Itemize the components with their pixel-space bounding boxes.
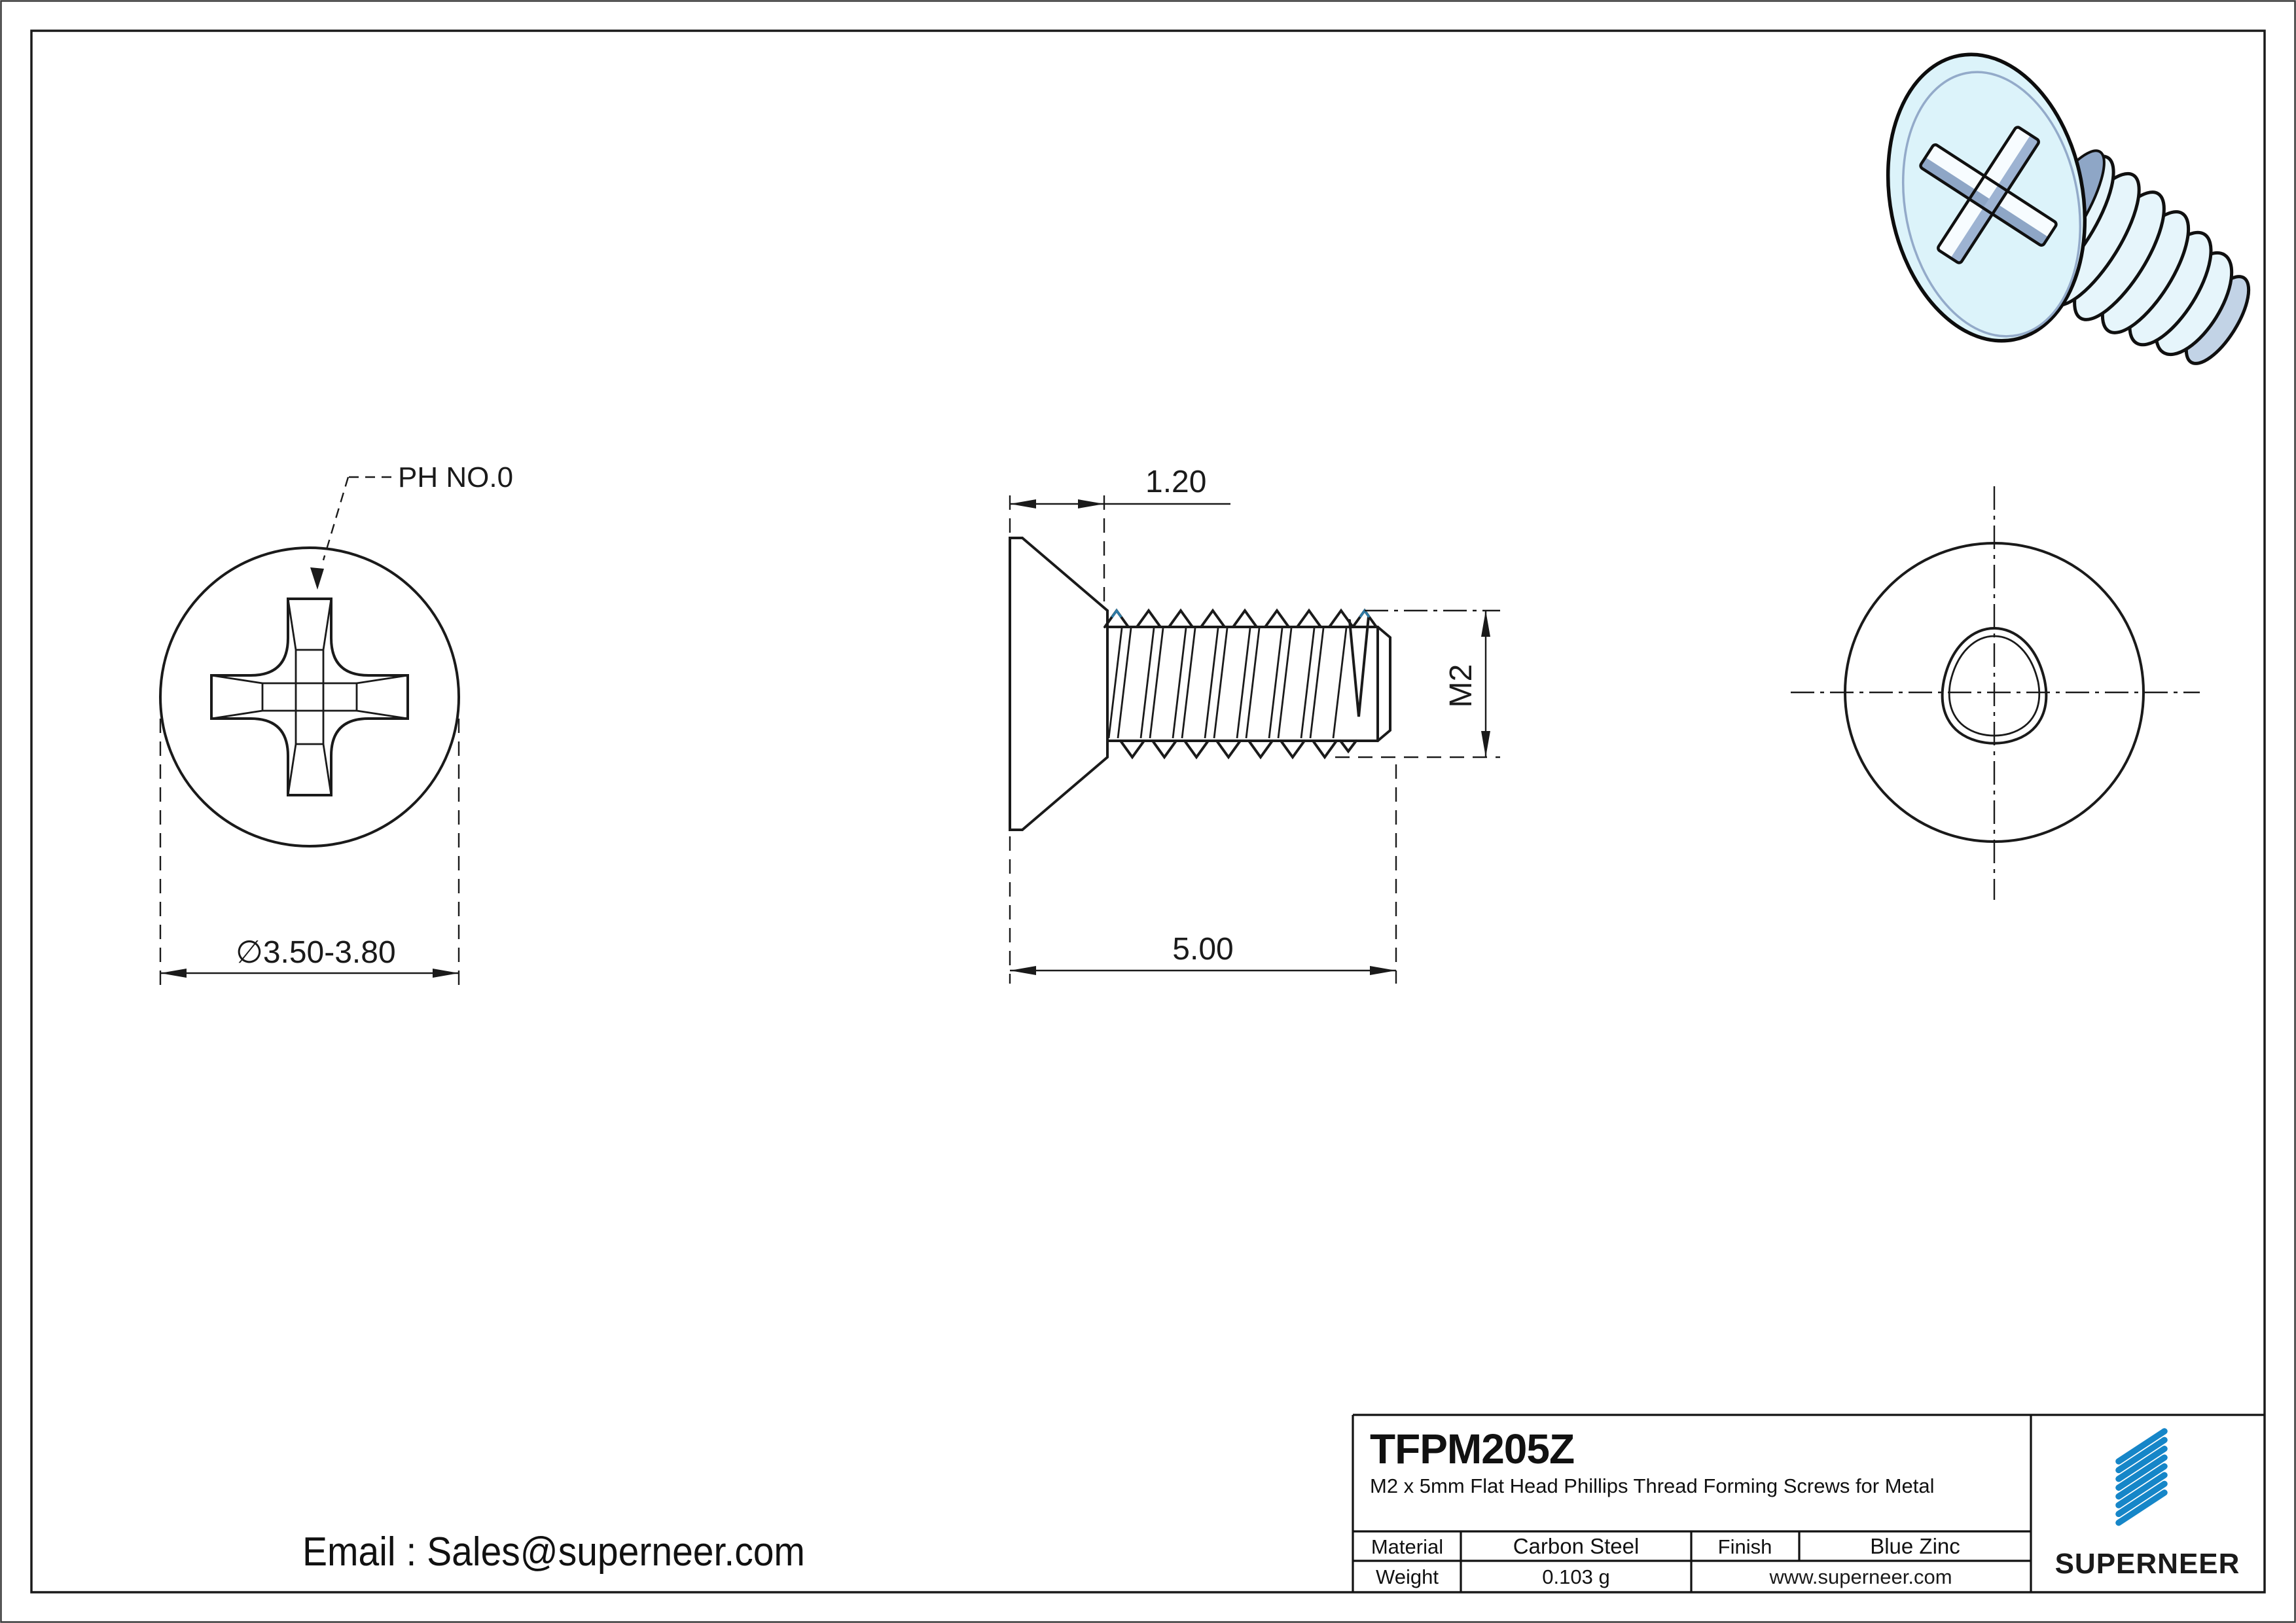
dim-head-depth: 1.20 (1145, 465, 1206, 499)
head-chamfer-rim (1901, 71, 2082, 338)
finish-value: Blue Zinc (1870, 1534, 1960, 1558)
weight-label: Weight (1376, 1565, 1439, 1588)
material-value: Carbon Steel (1513, 1534, 1640, 1558)
recess-shadow (1919, 157, 2049, 247)
length-extension-lines (1009, 764, 1397, 984)
part-number: TFPM205Z (1370, 1425, 1574, 1472)
part-description: M2 x 5mm Flat Head Phillips Thread Formi… (1370, 1474, 1935, 1497)
brand-name: SUPERNEER (2055, 1548, 2240, 1580)
dim-arrow-right-icon (1370, 966, 1396, 975)
phillips-recess-chamfers (211, 598, 408, 796)
recess-shadow (1950, 135, 2040, 264)
head-depth-extension-lines (1009, 495, 1105, 605)
screw-3d-render (1886, 52, 2251, 365)
head-outline-circle (1844, 542, 2145, 843)
website-link[interactable]: www.superneer.com (1768, 1565, 1952, 1588)
dim-thread-size: M2 (1444, 664, 1479, 708)
title-block-grid (1352, 1414, 2265, 1592)
dim-length: 5.00 (1172, 932, 1233, 967)
dim-arrow-left-icon (160, 969, 187, 978)
title-block: TFPM205Z M2 x 5mm Flat Head Phillips Thr… (1352, 1414, 2265, 1592)
ph-label-leader-line (322, 476, 391, 561)
screw-tip-profile (1376, 626, 1391, 742)
screw-head-profile (1009, 537, 1109, 831)
end-view (1791, 486, 2200, 900)
dim-arrow-left-icon (1010, 499, 1036, 508)
thread-crests-bottom (1119, 740, 1357, 760)
thread-runout-groove (1348, 615, 1370, 717)
trilobular-core-inner (1948, 635, 2041, 737)
material-label: Material (1371, 1535, 1443, 1558)
weight-value: 0.103 g (1542, 1565, 1609, 1588)
dim-arrow-down-icon (1481, 731, 1490, 757)
finish-label: Finish (1718, 1535, 1772, 1558)
dim-arrow-left-icon (1010, 966, 1036, 975)
side-view: 1.20 M2 5.00 (1009, 465, 1500, 984)
brand-logo: SUPERNEER (2055, 1428, 2240, 1580)
head-outline-circle (159, 546, 460, 847)
ph-leader-arrowhead (310, 567, 324, 590)
dim-head-diameter: ∅3.50-3.80 (236, 935, 396, 970)
phillips-recess-3d (1919, 126, 2058, 264)
drawing-frame (30, 29, 2266, 1594)
dim-arrow-right-icon (433, 969, 459, 978)
dim-arrow-right-icon (1078, 499, 1104, 508)
trilobular-core-outer (1941, 626, 2048, 745)
thread-flank-lines (1107, 628, 1348, 739)
thread-crest-highlight-last (1359, 608, 1371, 618)
thread-crest-highlight-first (1111, 608, 1122, 618)
label-phillips-size: PH NO.0 (398, 461, 513, 493)
phillips-recess-outline (210, 597, 409, 796)
email-text: Email : Sales@superneer.com (302, 1529, 805, 1575)
dim-arrow-up-icon (1481, 611, 1490, 637)
front-view: PH NO.0 ∅3.50-3.80 (159, 461, 513, 985)
phillips-recess-inner-cross (262, 650, 357, 744)
thread-crests-top (1103, 608, 1378, 628)
logo-stripes-icon (2115, 1428, 2168, 1526)
